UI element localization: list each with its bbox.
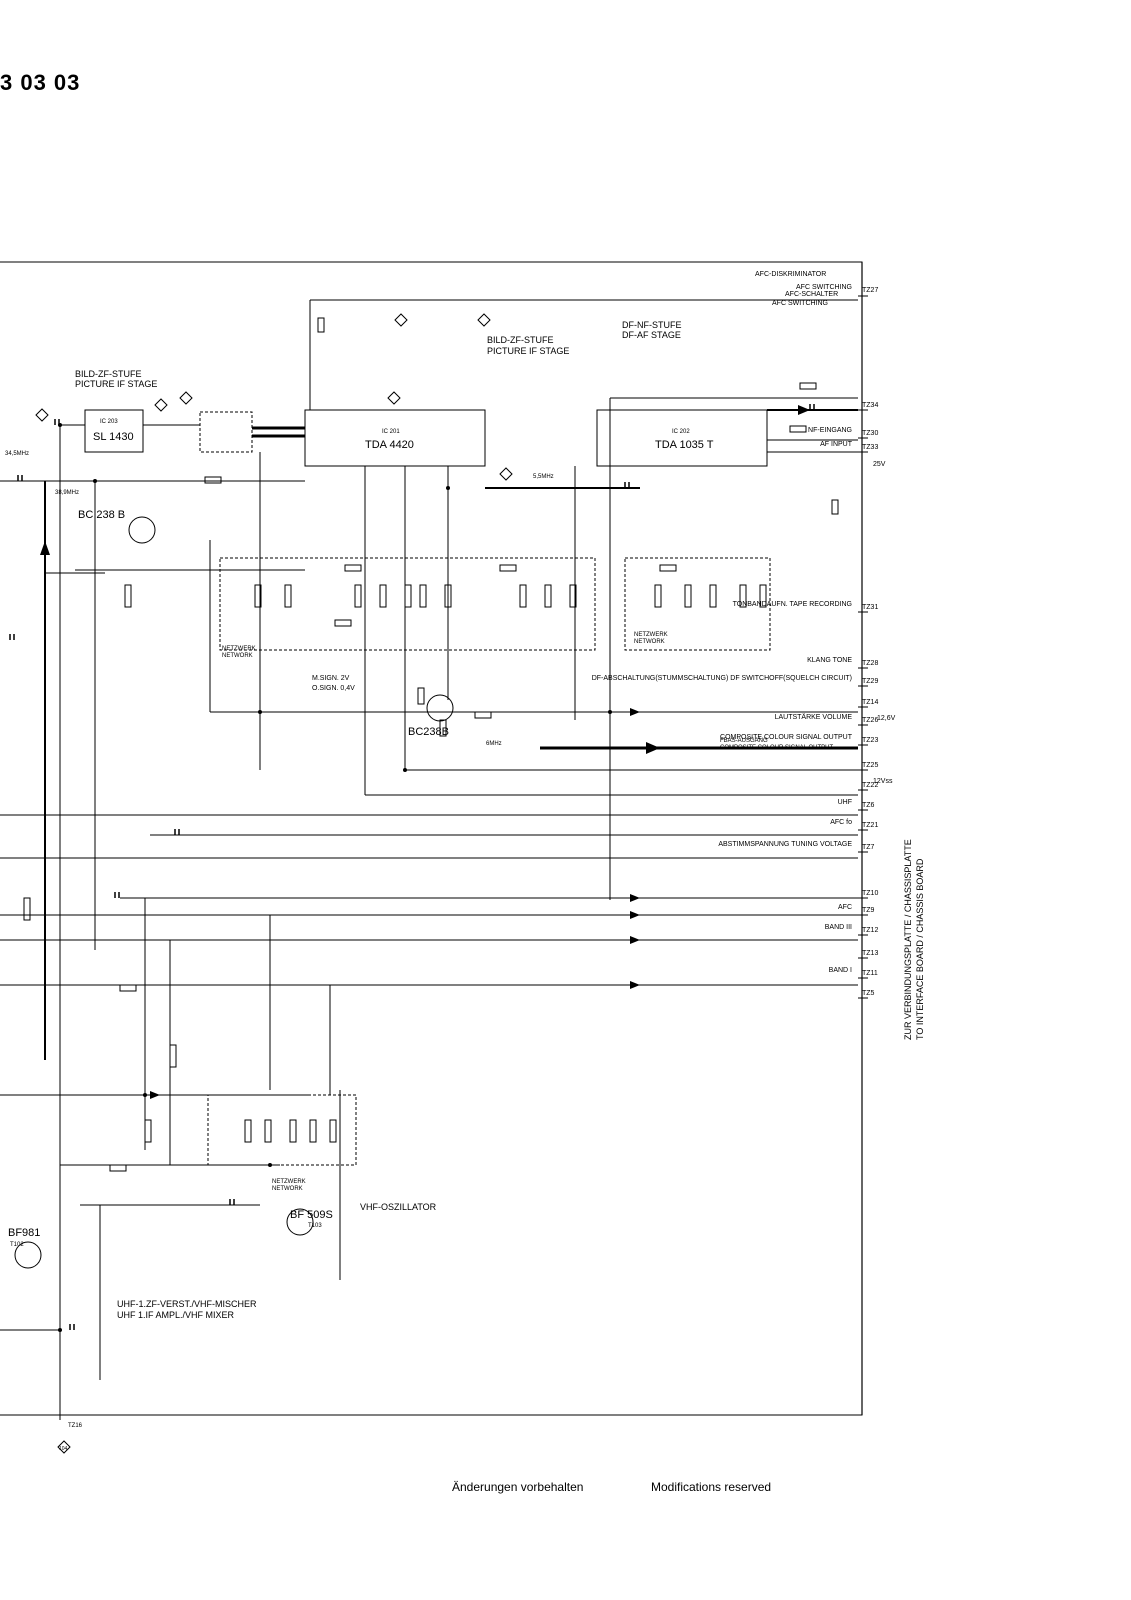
connector-tz25: TZ25 — [862, 762, 879, 769]
connector-label: BAND I — [828, 967, 852, 974]
connector-tz27: TZ27 — [862, 287, 879, 294]
connector-label: AFC — [838, 904, 852, 911]
connector-label: AF INPUT — [820, 441, 852, 448]
ic203-part: SL 1430 — [93, 431, 134, 443]
ic202-box — [596, 409, 768, 467]
t102-symbol — [14, 1241, 42, 1269]
connector-tz31: TZ31 — [862, 604, 879, 611]
connector-rail — [858, 295, 868, 999]
connector-tz6: TZ6 — [862, 802, 875, 809]
connector-label: BAND III — [824, 924, 852, 931]
connector-tz9: TZ9 — [862, 907, 875, 914]
freq2-label: 38,9MHz — [55, 490, 79, 496]
afc-discriminator-label: AFC-DISKRIMINATOR — [755, 271, 826, 278]
vhf-osc-label: VHF-OSZILLATOR — [360, 1202, 437, 1212]
network-en-2: NETWORK — [634, 639, 665, 645]
t103-ref: T103 — [308, 1223, 322, 1229]
connector-label: NF-EINGANG — [808, 427, 852, 434]
connector-label: COMPOSITE COLOUR SIGNAL OUTPUT — [720, 734, 852, 741]
connector-tz5: TZ5 — [862, 990, 875, 997]
side-label-en: TO INTERFACE BOARD / CHASSIS BOARD — [915, 858, 925, 1040]
connector-label: KLANG TONE — [807, 657, 852, 664]
page-number: 3 03 03 — [0, 70, 81, 95]
v25-label: 25V — [873, 461, 886, 468]
connector-label: AFC fo — [830, 819, 852, 826]
tz16-label: TZ16 — [68, 1423, 83, 1429]
t203-symbol — [426, 694, 454, 722]
network-en-1: NETWORK — [222, 653, 253, 659]
ic203-ref: IC 203 — [100, 419, 118, 425]
ic203-box — [84, 409, 144, 453]
connector-tz29: TZ29 — [862, 678, 879, 685]
connector-tz26: TZ26 — [862, 717, 879, 724]
network-label-3: NETZWERK — [272, 1179, 306, 1185]
fbas-en: COMPOSITE COLOUR SIGNAL OUTPUT — [720, 745, 833, 751]
connector-tz22: TZ22 — [862, 782, 879, 789]
t103-symbol — [286, 1208, 314, 1236]
network-box-2 — [624, 557, 771, 651]
network-en-3: NETWORK — [272, 1186, 303, 1192]
afc-switch-en: AFC SWITCHING — [772, 300, 828, 307]
footer-left: Änderungen vorbehalten — [452, 1480, 584, 1494]
connector-tz11: TZ11 — [862, 970, 878, 977]
connector-label: TONBANDAUFN. TAPE RECORDING — [732, 601, 852, 608]
t102-ref: T102 — [10, 1242, 24, 1248]
connector-label: DF-ABSCHALTUNG(STUMMSCHALTUNG) DF SWITCH… — [591, 675, 852, 682]
v126-label: 12,6V — [877, 715, 896, 722]
connector-tz13: TZ13 — [862, 950, 879, 957]
connector-tz30: TZ30 — [862, 430, 879, 437]
node104-label: 104 — [59, 1446, 68, 1452]
connector-tz28: TZ28 — [862, 660, 879, 667]
connector-tz23: TZ23 — [862, 737, 879, 744]
side-label-de: ZUR VERBINDUNGSPLATTE / CHASSISPLATTE — [903, 839, 913, 1040]
connector-tz12: TZ12 — [862, 927, 879, 934]
freq4-label: 6MHz — [486, 741, 502, 747]
connector-tz33: TZ33 — [862, 444, 879, 451]
picture-if2-en: PICTURE IF STAGE — [487, 346, 569, 356]
t201-part: BC 238 B — [78, 509, 125, 521]
connector-label: AFC SWITCHING — [796, 284, 852, 291]
t102-part: BF981 — [8, 1227, 40, 1239]
o-sign: O.SIGN. 0,4V — [312, 685, 355, 692]
connector-tz7: TZ7 — [862, 844, 875, 851]
t201-symbol — [128, 516, 156, 544]
side-label: ZUR VERBINDUNGSPLATTE / CHASSISPLATTE TO… — [902, 839, 926, 1040]
connector-label: ABSTIMMSPANNUNG TUNING VOLTAGE — [718, 841, 852, 848]
network-box-1 — [219, 557, 596, 651]
df-af-en: DF-AF STAGE — [622, 330, 681, 340]
m-sign: M.SIGN. 2V — [312, 675, 350, 682]
ic201-box — [304, 409, 486, 467]
t203-part: BC238B — [408, 726, 449, 738]
f201-filter — [199, 411, 253, 453]
df-nf-de: DF-NF-STUFE — [622, 320, 682, 330]
connector-tz14: TZ14 — [862, 699, 879, 706]
freq1-label: 34,5MHz — [5, 451, 29, 457]
footer-right: Modifications reserved — [651, 1480, 772, 1494]
ic202-ref: IC 202 — [672, 429, 690, 435]
connector-tz21: TZ21 — [862, 822, 879, 829]
uhf-mixer-de: UHF-1.ZF-VERST./VHF-MISCHER — [117, 1299, 257, 1309]
network-label-1: NETZWERK — [222, 646, 256, 652]
connector-label: LAUTSTÄRKE VOLUME — [774, 714, 852, 721]
freq3-label: 5,5MHz — [533, 474, 554, 480]
afc-switch-de: AFC-SCHALTER — [785, 291, 838, 298]
fbas-de: FBAS-AUSGANG — [720, 738, 768, 744]
connector-tz10: TZ10 — [862, 890, 879, 897]
network-box-3 — [207, 1094, 357, 1166]
picture-if-en: PICTURE IF STAGE — [75, 379, 157, 389]
picture-if-de: BILD-ZF-STUFE — [75, 369, 142, 379]
v12ss-label: 12Vss — [873, 778, 893, 785]
ic202-part: TDA 1035 T — [655, 439, 714, 451]
connector-label: UHF — [837, 799, 852, 806]
uhf-mixer-en: UHF 1.IF AMPL./VHF MIXER — [117, 1310, 235, 1320]
ic201-ref: IC 201 — [382, 429, 400, 435]
connector-tz34: TZ34 — [862, 402, 879, 409]
t103-part: BF 509S — [290, 1209, 333, 1221]
network-label-2: NETZWERK — [634, 632, 668, 638]
ic201-part: TDA 4420 — [365, 439, 414, 451]
picture-if2-de: BILD-ZF-STUFE — [487, 335, 554, 345]
